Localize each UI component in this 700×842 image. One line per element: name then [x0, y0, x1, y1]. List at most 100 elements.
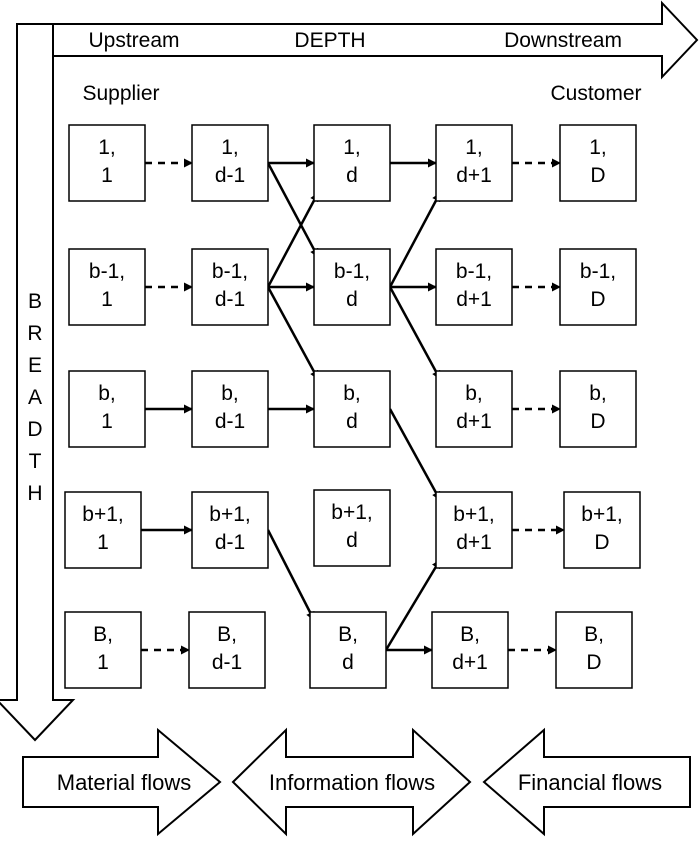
node-label: 1,: [98, 136, 116, 159]
node-rect: [313, 370, 391, 448]
node-rect: [559, 370, 637, 448]
node-label: d: [342, 651, 354, 674]
flow-edge: [384, 559, 442, 651]
node-label: d+1: [456, 531, 492, 554]
node-rect: [191, 491, 269, 569]
node-label: b+1,: [581, 503, 622, 526]
flow-edges: [141, 158, 565, 655]
node-label: d+1: [456, 288, 492, 311]
node-rect: [435, 124, 513, 202]
breadth-letter: A: [28, 386, 42, 409]
node-label: d-1: [215, 410, 245, 433]
financial-flows-shape: [482, 727, 691, 837]
node-label: B,: [217, 623, 237, 646]
node-label: d: [346, 410, 358, 433]
node-label: D: [594, 531, 609, 554]
breadth-letter: R: [27, 322, 42, 345]
node-label: D: [590, 164, 605, 187]
node-label: D: [590, 410, 605, 433]
node-box: B,d: [309, 611, 387, 689]
node-box: b+1,1: [64, 491, 142, 569]
node-rect: [68, 124, 146, 202]
node-label: 1: [101, 164, 113, 187]
flow-edge: [388, 192, 442, 288]
node-label: B,: [93, 623, 113, 646]
breadth-letter: H: [27, 482, 42, 505]
node-rect: [68, 370, 146, 448]
breadth-letter: T: [29, 450, 42, 473]
flow-edge: [266, 286, 320, 380]
node-box: B, 1: [64, 611, 142, 689]
node-rect: [191, 370, 269, 448]
node-label: d+1: [456, 410, 492, 433]
node-rect: [435, 491, 513, 569]
node-rect: [64, 491, 142, 569]
node-box: 1,d+1: [435, 124, 513, 202]
node-box: 1, d: [313, 124, 391, 202]
node-label: 1: [97, 651, 109, 674]
node-rect: [64, 611, 142, 689]
node-box: b+1, d+1: [435, 491, 513, 569]
node-label: d-1: [215, 164, 245, 187]
node-label: 1: [101, 288, 113, 311]
flow-edge: [266, 192, 320, 288]
node-label: b,: [465, 382, 483, 405]
node-rect: [431, 611, 509, 689]
node-box: b+1, D: [563, 491, 641, 569]
node-label: b-1,: [334, 260, 370, 283]
node-rect: [191, 124, 269, 202]
node-label: 1,: [343, 136, 361, 159]
node-label: 1,: [465, 136, 483, 159]
node-rect: [313, 248, 391, 326]
material-flows-shape: [22, 727, 222, 837]
node-label: b+1,: [82, 503, 123, 526]
node-box: 1,d-1: [191, 124, 269, 202]
information-flows-shape: [231, 727, 472, 837]
node-label: d-1: [212, 651, 242, 674]
node-rect: [191, 248, 269, 326]
node-label: b+1,: [331, 501, 372, 524]
node-label: B,: [460, 623, 480, 646]
node-label: b-1,: [580, 260, 616, 283]
node-label: b,: [589, 382, 607, 405]
node-label: d: [346, 288, 358, 311]
node-rect: [555, 611, 633, 689]
node-box: b+1,d-1: [191, 491, 269, 569]
node-box: b-1,d+1: [435, 248, 513, 326]
node-label: b+1,: [453, 503, 494, 526]
node-box: b-1,d-1: [191, 248, 269, 326]
breadth-letter: E: [28, 354, 42, 377]
node-label: d: [346, 529, 358, 552]
breadth-letter: D: [27, 418, 42, 441]
node-label: 1,: [589, 136, 607, 159]
node-label: d+1: [456, 164, 492, 187]
node-rect: [68, 248, 146, 326]
node-box: b-1, d: [313, 248, 391, 326]
customer-label: Customer: [550, 82, 641, 105]
material-flows-arrow: Material flows: [22, 727, 222, 837]
node-label: d-1: [215, 288, 245, 311]
downstream-label: Downstream: [504, 29, 622, 52]
breadth-letter: B: [28, 290, 42, 313]
information-flows-arrow: Information flows: [231, 727, 472, 837]
supplier-label: Supplier: [82, 82, 159, 105]
node-box: 1, D: [559, 124, 637, 202]
node-label: 1: [101, 410, 113, 433]
node-label: d: [346, 164, 358, 187]
node-rect: [313, 124, 391, 202]
node-box: b, d+1: [435, 370, 513, 448]
node-label: 1,: [221, 136, 239, 159]
node-rect: [188, 611, 266, 689]
node-rect: [563, 491, 641, 569]
node-grid: 1,11,d-11,d1,d+11,Db-1,1b-1,d-1b-1,db-1,…: [64, 124, 641, 689]
node-box: b, D: [559, 370, 637, 448]
node-box: b+1, d: [313, 489, 391, 567]
financial-flows-label: Financial flows: [518, 770, 662, 795]
flow-edge: [266, 162, 320, 258]
node-box: b-1, 1: [68, 248, 146, 326]
node-label: b-1,: [89, 260, 125, 283]
node-box: b,d: [313, 370, 391, 448]
node-label: b+1,: [209, 503, 250, 526]
